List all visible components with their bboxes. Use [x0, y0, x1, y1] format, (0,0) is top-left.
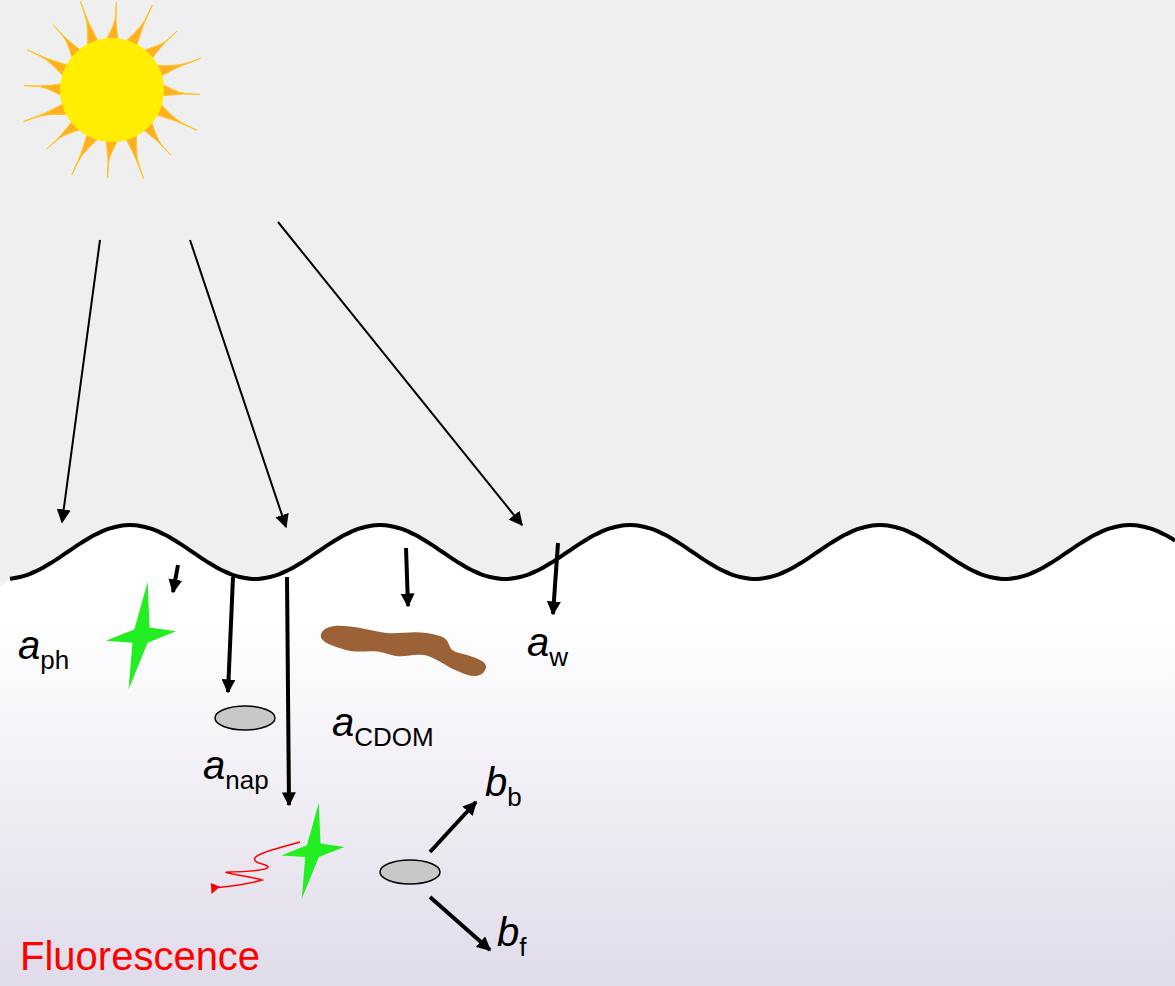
absorption-label: aCDOM — [332, 702, 434, 742]
fluorescence-emission — [212, 842, 300, 893]
light-arrow — [287, 577, 289, 805]
phytoplankton — [106, 582, 176, 689]
sun-ray — [156, 103, 197, 130]
absorption-label: aw — [527, 622, 568, 662]
light-arrow — [430, 897, 490, 950]
particle — [380, 860, 440, 884]
sun-ray — [156, 58, 201, 76]
cdom-patch — [321, 626, 486, 676]
sun-ray — [27, 50, 68, 77]
absorption-label: anap — [203, 745, 269, 785]
sun-ray — [72, 134, 99, 175]
sun-ray — [125, 134, 143, 179]
water-surface — [10, 525, 1175, 579]
light-arrow — [406, 548, 408, 606]
sun-ray — [23, 103, 68, 121]
scattering-label: bf — [497, 912, 526, 952]
scattering-label: bb — [485, 762, 522, 802]
light-arrow — [228, 577, 233, 692]
sun-ray — [106, 140, 118, 178]
sun-ray — [106, 2, 118, 40]
absorption-label: aph — [18, 625, 69, 665]
sun-ray — [24, 84, 62, 96]
sun — [23, 1, 200, 178]
light-arrow — [190, 240, 286, 527]
light-arrow — [62, 240, 100, 522]
light-arrow — [553, 543, 558, 614]
light-arrow — [430, 802, 476, 852]
sun-ray — [80, 1, 98, 46]
light-arrow — [278, 222, 522, 525]
sun-disc — [60, 38, 164, 142]
light-arrow — [173, 565, 178, 592]
particle — [215, 706, 275, 730]
process-label: Fluorescence — [20, 936, 260, 976]
sun-ray — [162, 84, 200, 96]
sun-ray — [125, 5, 152, 46]
water-body — [0, 525, 1175, 986]
phytoplankton — [281, 803, 344, 899]
